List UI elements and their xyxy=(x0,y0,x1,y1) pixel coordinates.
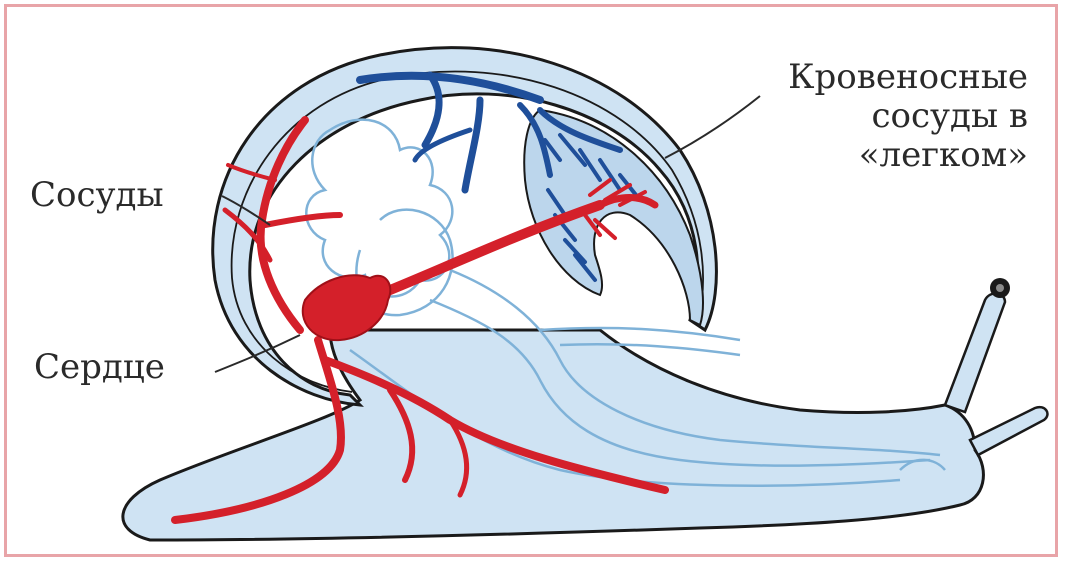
label-vessels: Сосуды xyxy=(30,176,164,215)
label-lung-line1: Кровеносные xyxy=(740,58,1028,97)
upper-tentacle xyxy=(945,293,1005,412)
label-heart: Сердце xyxy=(34,348,165,387)
lower-tentacle xyxy=(970,407,1047,455)
label-lung-line3: «легком» xyxy=(740,136,1028,175)
label-lung-line2: сосуды в xyxy=(740,97,1028,136)
label-lung-vessels: Кровеносные сосуды в «легком» xyxy=(740,58,1028,175)
lung-cavity xyxy=(524,110,703,325)
